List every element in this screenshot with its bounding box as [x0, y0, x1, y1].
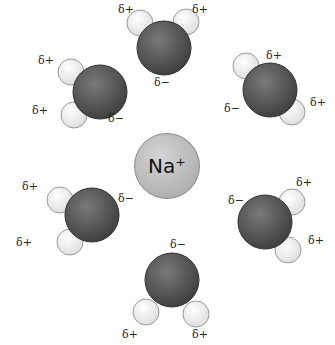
water-molecule	[233, 53, 305, 125]
oxygen-atom	[65, 188, 119, 242]
partial-charge: δ+	[16, 237, 32, 248]
water-molecule	[238, 189, 305, 263]
partial-charge: δ−	[170, 239, 186, 250]
water-molecule	[47, 187, 119, 255]
partial-charge: δ+	[266, 50, 282, 61]
oxygen-atom	[145, 253, 199, 307]
oxygen-atom	[73, 65, 127, 119]
partial-charge: δ−	[118, 193, 134, 204]
partial-charge: δ+	[296, 177, 312, 188]
partial-charge: δ+	[192, 4, 208, 15]
partial-charge: δ+	[38, 55, 54, 66]
partial-charge: δ−	[154, 77, 170, 88]
ion-symbol: Na⁺	[148, 154, 186, 178]
water-molecule	[133, 253, 209, 327]
water-molecule	[127, 9, 199, 75]
partial-charge: δ+	[192, 329, 208, 340]
oxygen-atom	[137, 21, 191, 75]
sodium-ion: Na⁺	[134, 133, 200, 199]
partial-charge: δ+	[308, 235, 324, 246]
oxygen-atom	[243, 63, 297, 117]
hydrogen-atom	[183, 301, 209, 327]
partial-charge: δ+	[118, 4, 134, 15]
partial-charge: δ−	[224, 103, 240, 114]
partial-charge: δ−	[108, 113, 124, 124]
partial-charge: δ−	[228, 195, 244, 206]
hydrogen-atom	[133, 299, 159, 325]
water-molecule	[58, 59, 127, 128]
partial-charge: δ+	[22, 181, 38, 192]
partial-charge: δ+	[122, 329, 138, 340]
partial-charge: δ+	[310, 97, 326, 108]
oxygen-atom	[238, 195, 292, 249]
partial-charge: δ+	[32, 105, 48, 116]
